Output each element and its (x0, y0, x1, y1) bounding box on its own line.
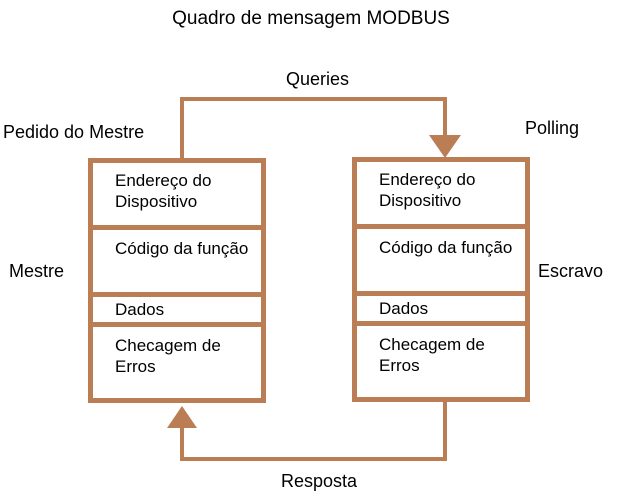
master-field-data: Dados (93, 292, 261, 322)
slave-frame-box: Endereço do Dispositivo Código da função… (352, 157, 530, 402)
diagram-title: Quadro de mensagem MODBUS (172, 8, 450, 29)
arrowhead-down-icon (429, 135, 461, 158)
label-queries: Queries (286, 69, 350, 89)
label-escravo: Escravo (538, 261, 604, 281)
label-mestre: Mestre (9, 261, 65, 281)
label-polling: Polling (525, 118, 580, 138)
response-connector-horizontal (180, 457, 447, 461)
queries-connector-left-riser (180, 97, 184, 158)
arrowhead-up-icon (167, 406, 197, 428)
master-frame-box: Endereço do Dispositivo Código da função… (88, 158, 266, 403)
master-field-error-check: Checagem de Erros (93, 322, 261, 398)
queries-connector-horizontal (180, 97, 447, 101)
label-resposta: Resposta (281, 471, 358, 491)
label-pedido-do-mestre: Pedido do Mestre (3, 122, 145, 142)
slave-field-device-address: Endereço do Dispositivo (379, 170, 476, 210)
master-field-function-code: Código da função (93, 225, 261, 292)
slave-field-function-code: Código da função (357, 224, 525, 291)
response-connector-left-riser (180, 428, 184, 457)
queries-connector-right-drop (443, 97, 447, 137)
response-connector-right-drop (443, 398, 447, 461)
master-field-device-address: Endereço do Dispositivo (115, 171, 212, 211)
slave-field-data: Dados (357, 291, 525, 321)
slave-field-error-check: Checagem de Erros (357, 321, 525, 397)
